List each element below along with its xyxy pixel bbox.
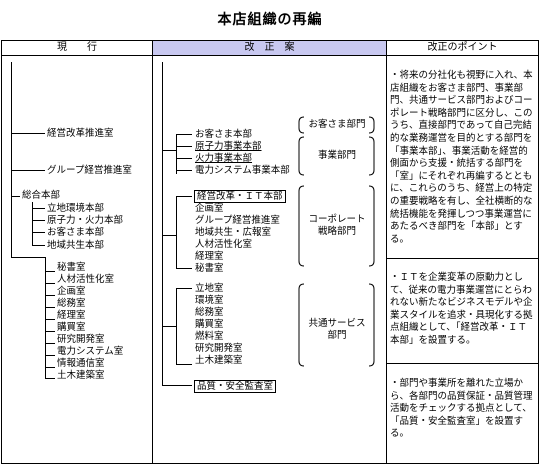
current-shitsu-item: 土木建築室 [57,370,105,381]
current-shitsu-item: 情報通信室 [57,358,105,369]
page-title: 本店組織の再編 [217,12,323,28]
proposal-group2-item: 経理室 [195,251,224,262]
proposal-group1-item: 電力システム事業本部 [195,165,290,176]
bracket-label-kyotsu: 共通サービス 部門 [308,318,366,341]
current-sogo-item: 立地環境本部 [47,203,105,214]
column-header-current: 現 行 [57,42,97,53]
column-header-points: 改正のポイント [427,42,498,53]
current-sogo-item: お客さま本部 [47,227,105,238]
current-shitsu-item: 経理室 [57,310,86,321]
proposal-group3-item: 燃料室 [195,331,224,342]
current-shitsu-item: 研究開発室 [57,334,105,345]
point-text: ・ＩＴを企業変革の原動力として、従来の電力事業運営にとらわれない新たなビジネスモ… [390,272,533,346]
current-sogo-honbu: 総合本部 [22,190,61,201]
column-header-proposal: 改 正 案 [244,42,295,53]
point-text: ・部門や事業所を離れた立場から、各部門の品質保証・品質管理活動をチェックする拠点… [390,378,533,440]
bracket-label-okyakusama: お客さま部門 [308,119,366,130]
current-sogo-item: 地域共生本部 [47,240,105,251]
proposal-group1-item: お客さま本部 [195,129,253,140]
proposal-group2-item: 秘書室 [195,263,224,274]
proposal-group2-item: 企画室 [195,203,224,214]
current-shitsu-item: 秘書室 [57,262,86,273]
current-keiei-kaikaku: 経営改革推進室 [47,128,114,139]
proposal-group3-item: 総務室 [195,307,224,318]
current-shitsu-item: 人材活性化室 [57,274,115,285]
proposal-group2-item: 地域共生・広報室 [195,227,272,238]
proposal-group3-item: 立地室 [195,283,224,294]
proposal-group3-item: 購買室 [195,319,224,330]
current-shitsu-item: 購買室 [57,322,86,333]
proposal-group3-item: 土木建築室 [195,355,243,366]
proposal-group2-item: グループ経営推進室 [195,215,280,226]
bracket-label-corporate: コーポレート 戦略部門 [308,214,366,237]
proposal-group3-item: 環境室 [195,295,224,306]
current-sogo-item: 原子力・火力本部 [47,215,124,226]
proposal-group2-item: 経営改革・ＩＴ本部 [194,190,286,203]
bracket-label-jigyo: 事業部門 [317,150,356,161]
current-group-keiei: グループ経営推進室 [47,165,132,176]
proposal-group1-item: 原子力事業本部 [195,141,262,152]
point-text: ・将来の分社化も視野に入れ、本店組織をお客さま部門、事業部門、共通サービス部門お… [390,70,533,245]
proposal-group2-item: 人材活性化室 [195,239,253,250]
current-shitsu-item: 総務室 [57,298,86,309]
current-shitsu-item: 電力システム室 [57,346,124,357]
proposal-group3-item: 研究開発室 [195,343,243,354]
proposal-group1-item: 火力事業本部 [195,153,253,164]
proposal-quality-audit: 品質・安全監査室 [194,380,277,393]
current-shitsu-item: 企画室 [57,286,86,297]
